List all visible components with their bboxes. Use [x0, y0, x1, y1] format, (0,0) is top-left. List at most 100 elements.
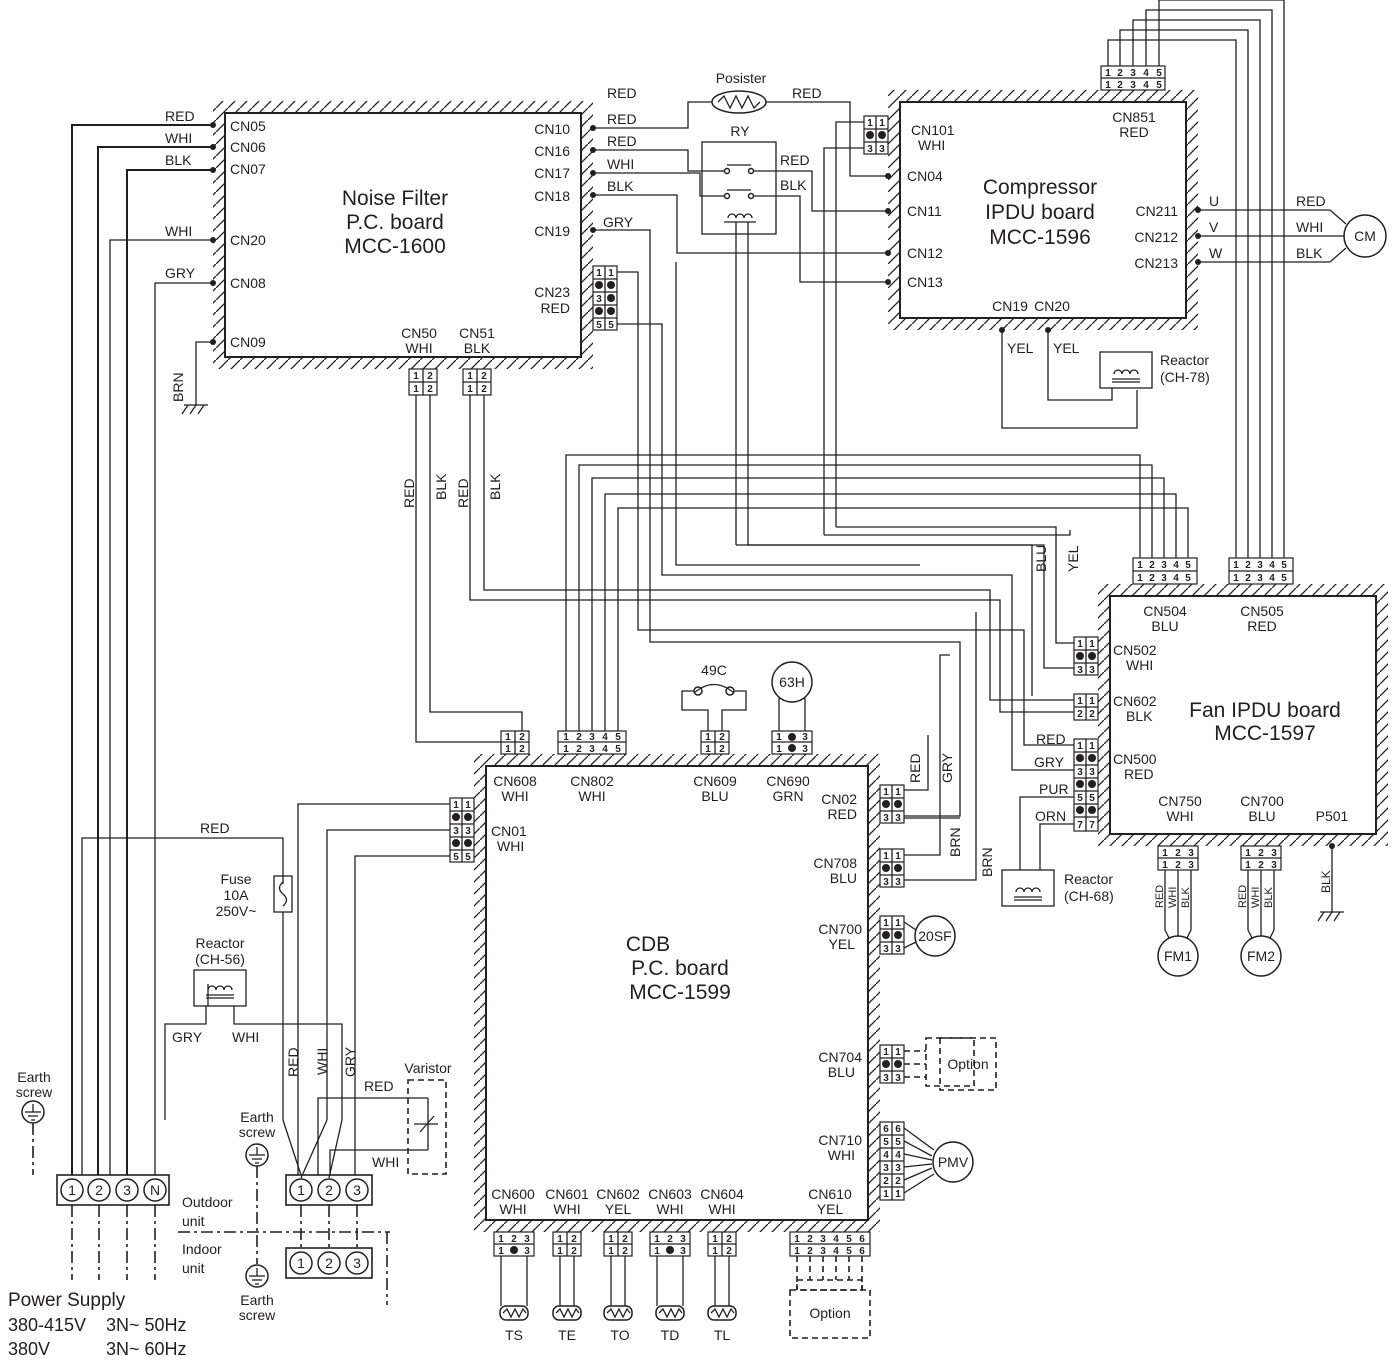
svg-text:CN602: CN602: [1113, 693, 1157, 709]
svg-text:3: 3: [895, 944, 901, 955]
svg-text:GRY: GRY: [172, 1029, 203, 1045]
svg-text:CN690: CN690: [766, 773, 810, 789]
svg-text:4: 4: [1143, 68, 1149, 79]
svg-text:2: 2: [481, 371, 487, 382]
svg-text:CN608: CN608: [493, 773, 537, 789]
svg-text:WHI: WHI: [708, 1201, 735, 1217]
fan-ipdu-board: Fan IPDU board MCC-1597: [1098, 584, 1388, 846]
svg-text:3: 3: [883, 877, 889, 888]
svg-text:250V~: 250V~: [216, 903, 257, 919]
svg-text:CN708: CN708: [813, 855, 857, 871]
svg-text:screw: screw: [239, 1307, 276, 1323]
svg-text:1: 1: [883, 851, 889, 862]
svg-text:YEL: YEL: [1053, 340, 1080, 356]
svg-text:RED: RED: [1247, 618, 1277, 634]
svg-text:1: 1: [705, 744, 711, 755]
varistor: Varistor RED WHI: [317, 1060, 452, 1175]
svg-text:Earth: Earth: [240, 1292, 273, 1308]
svg-text:1: 1: [498, 1234, 504, 1245]
svg-text:1: 1: [1245, 860, 1251, 871]
svg-text:CN802: CN802: [570, 773, 614, 789]
svg-text:(CH-68): (CH-68): [1064, 888, 1114, 904]
svg-text:5: 5: [608, 320, 614, 331]
svg-text:TS: TS: [505, 1327, 523, 1343]
svg-text:WHI: WHI: [1126, 657, 1153, 673]
svg-text:3N~ 60Hz: 3N~ 60Hz: [106, 1339, 187, 1359]
svg-text:BLK: BLK: [433, 473, 449, 500]
svg-text:6: 6: [859, 1246, 865, 1257]
svg-text:3: 3: [524, 1234, 530, 1245]
svg-text:1: 1: [557, 1234, 563, 1245]
svg-text:RED: RED: [285, 1047, 301, 1077]
svg-text:3: 3: [820, 1234, 826, 1245]
svg-text:3: 3: [1188, 848, 1194, 859]
svg-text:RED: RED: [1036, 731, 1066, 747]
noise-filter-right-connectors: CN10 CN16 CN17 CN18 CN19 CN23 RED RED RE…: [534, 85, 636, 316]
svg-text:2: 2: [622, 1246, 628, 1257]
svg-text:3: 3: [895, 1073, 901, 1084]
svg-text:CN609: CN609: [693, 773, 737, 789]
svg-text:3: 3: [883, 1073, 889, 1084]
svg-text:3: 3: [1130, 68, 1136, 79]
svg-text:4: 4: [1173, 573, 1179, 584]
svg-text:WHI: WHI: [501, 788, 528, 804]
svg-text:TO: TO: [610, 1327, 629, 1343]
cn17-label: CN17: [534, 165, 570, 181]
svg-text:1: 1: [413, 384, 419, 395]
svg-text:5: 5: [846, 1234, 852, 1245]
svg-text:RED: RED: [401, 478, 417, 508]
svg-text:3: 3: [1077, 767, 1083, 778]
svg-text:WHI: WHI: [656, 1201, 683, 1217]
compressor-title: Compressor: [983, 176, 1097, 199]
ry-label: RY: [730, 123, 750, 139]
svg-text:3: 3: [1130, 80, 1136, 91]
svg-text:BLK: BLK: [780, 177, 807, 193]
svg-text:RED: RED: [1124, 766, 1154, 782]
cn50-label: CN50: [401, 325, 437, 341]
svg-text:BLK: BLK: [1126, 708, 1153, 724]
cdb-bottom-connectors: CN600 WHI CN601 WHI CN602 YEL CN603 WHI …: [491, 1186, 871, 1343]
svg-text:1: 1: [1077, 696, 1083, 707]
svg-text:BLK: BLK: [1180, 887, 1192, 908]
compressor-ipdu-board: Compressor IPDU board MCC-1596: [888, 90, 1198, 330]
svg-text:TE: TE: [558, 1327, 576, 1343]
cn23-label: CN23: [534, 284, 570, 300]
svg-text:WHI: WHI: [1166, 808, 1193, 824]
svg-text:6: 6: [883, 1124, 889, 1135]
svg-text:CN502: CN502: [1113, 642, 1157, 658]
power-supply-title: Power Supply: [8, 1290, 126, 1311]
cn08-label: CN08: [230, 275, 266, 291]
svg-text:3: 3: [353, 1182, 361, 1198]
svg-text:BLK: BLK: [1296, 245, 1323, 261]
svg-text:1: 1: [895, 1189, 901, 1200]
svg-text:Option: Option: [947, 1056, 988, 1072]
wire-gry-cn19: GRY: [603, 214, 634, 230]
svg-text:BLU: BLU: [1248, 808, 1275, 824]
wire-red-cn05: RED: [165, 108, 195, 124]
svg-text:4: 4: [833, 1246, 839, 1257]
svg-text:6: 6: [895, 1124, 901, 1135]
svg-text:CN602: CN602: [596, 1186, 640, 1202]
svg-text:10A: 10A: [224, 887, 250, 903]
cn51-label: CN51: [459, 325, 495, 341]
svg-text:2: 2: [719, 744, 725, 755]
svg-text:CN704: CN704: [818, 1049, 862, 1065]
svg-text:2: 2: [576, 744, 582, 755]
noise-filter-model: MCC-1600: [344, 235, 446, 258]
svg-text:ORN: ORN: [1035, 808, 1066, 824]
svg-text:WHI: WHI: [497, 838, 524, 854]
svg-text:2: 2: [571, 1234, 577, 1245]
svg-text:2: 2: [325, 1255, 333, 1271]
svg-text:4: 4: [833, 1234, 839, 1245]
svg-text:CN603: CN603: [648, 1186, 692, 1202]
svg-text:2: 2: [95, 1182, 103, 1198]
svg-text:3: 3: [1271, 860, 1277, 871]
svg-text:1: 1: [712, 1246, 718, 1257]
svg-text:2: 2: [807, 1246, 813, 1257]
svg-text:Reactor: Reactor: [195, 935, 244, 951]
